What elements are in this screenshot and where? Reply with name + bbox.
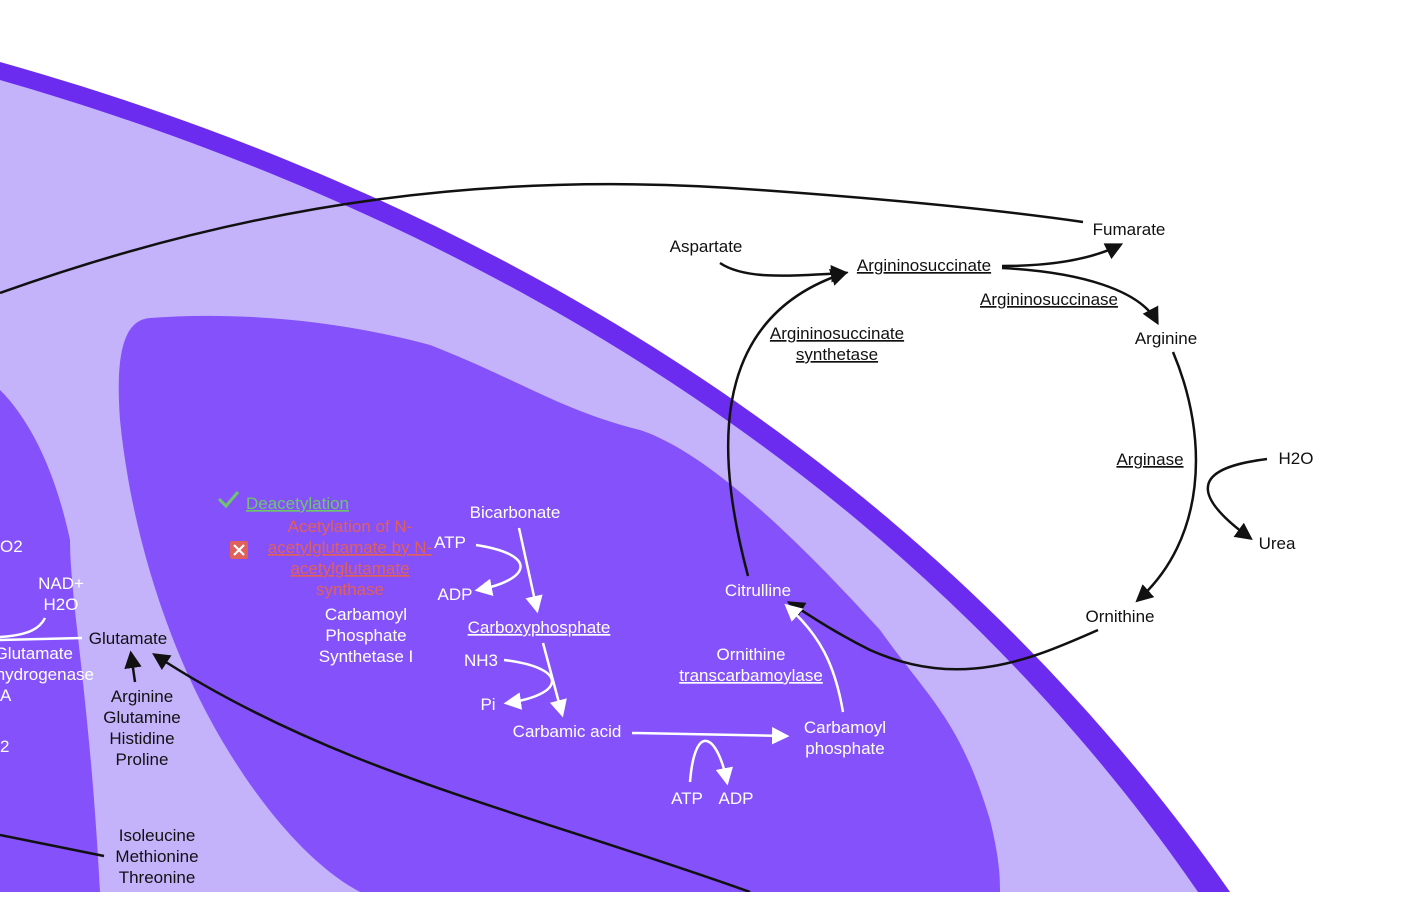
ornithine-label: Ornithine — [1086, 607, 1155, 626]
fumarate-label: Fumarate — [1093, 220, 1166, 239]
carboxyphosphate-label: Carboxyphosphate — [468, 618, 611, 637]
argininosuccinate-fumarate-arrow — [1001, 243, 1124, 268]
amino-acids-arrow — [124, 650, 142, 683]
adp-label-1: ADP — [438, 585, 473, 604]
two-fragment-label: 2 — [0, 737, 9, 756]
atp-adp-arrow-2 — [688, 739, 733, 786]
glutamate-in-line — [0, 636, 83, 642]
glutamate-enzyme-label-1: Glutamate — [0, 644, 73, 663]
carbamic-acid-label: Carbamic acid — [513, 722, 622, 741]
ornithine-citrulline-arrow — [786, 601, 1099, 671]
branched-aa-line — [0, 833, 105, 858]
atp-label-2: ATP — [671, 789, 703, 808]
mitochondrial-matrix — [118, 315, 1000, 892]
adp-label-2: ADP — [719, 789, 754, 808]
carbamic-acid-arrow — [631, 726, 790, 745]
nad-curve — [0, 617, 47, 639]
arginine-label: Arginine — [1135, 329, 1197, 348]
nad-label: NAD+ — [38, 574, 84, 593]
amino-acid-proline: Proline — [116, 750, 169, 769]
arginase-label: Arginase — [1116, 450, 1183, 469]
cps-label-3: Synthetase I — [319, 647, 414, 666]
atp-adp-arrow-1 — [474, 543, 522, 596]
h2o-left-label: H2O — [44, 595, 79, 614]
a-fragment-label: A — [0, 686, 12, 705]
nh3-label: NH3 — [464, 651, 498, 670]
deacetylation-label: Deacetylation — [246, 494, 349, 513]
acetylation-label-1: Acetylation of N- — [288, 517, 413, 536]
carbamoyl-phosphate-arrow — [784, 603, 845, 713]
carbamoyl-phosphate-label-1: Carbamoyl — [804, 718, 886, 737]
fumarate-return-arrow — [0, 182, 1084, 295]
amino-acid-methionine: Methionine — [115, 847, 198, 866]
cps-label-1: Carbamoyl — [325, 605, 407, 624]
aspartate-arrow — [719, 261, 849, 283]
atp-label-1: ATP — [434, 533, 466, 552]
argininosuccinate-arginine-arrow — [1001, 266, 1159, 326]
carbamoyl-phosphate-label-2: phosphate — [805, 739, 884, 758]
aspartate-label: Aspartate — [670, 237, 743, 256]
bicarbonate-arrow — [517, 527, 543, 614]
citrulline-label: Citrulline — [725, 581, 791, 600]
nh3-pi-arrow — [503, 658, 554, 710]
acetylation-label-2: acetylglutamate by N- — [268, 538, 432, 557]
argininosuccinase-label: Argininosuccinase — [980, 290, 1118, 309]
amino-acid-threonine: Threonine — [119, 868, 196, 887]
argininosuccinate-synthetase-label-1: Argininosuccinate — [770, 324, 904, 343]
check-icon — [217, 491, 240, 509]
inner-membrane-fold — [0, 390, 100, 892]
h2o-label: H2O — [1279, 449, 1314, 468]
acetylation-label-4: synthase — [316, 580, 384, 599]
glutamate-arrow — [152, 653, 751, 894]
amino-acid-glutamine: Glutamine — [103, 708, 180, 727]
amino-acid-histidine: Histidine — [109, 729, 174, 748]
cps-label-2: Phosphate — [325, 626, 406, 645]
otc-label-2: transcarbamoylase — [679, 666, 823, 685]
acetylation-label-3: acetylglutamate — [290, 559, 409, 578]
glutamate-label: Glutamate — [89, 629, 167, 648]
amino-acid-arginine: Arginine — [111, 687, 173, 706]
urea-label: Urea — [1259, 534, 1296, 553]
amino-acid-isoleucine: Isoleucine — [119, 826, 196, 845]
argininosuccinate-synthetase-label-2: synthetase — [796, 345, 878, 364]
argininosuccinate-label: Argininosuccinate — [857, 256, 991, 275]
bicarbonate-label: Bicarbonate — [470, 503, 561, 522]
arginine-ornithine-arrow — [1135, 351, 1198, 603]
o2-label: O2 — [0, 537, 23, 556]
h2o-urea-arrow — [1206, 457, 1268, 541]
glutamate-enzyme-label-2: dehydrogenase — [0, 665, 94, 684]
otc-label-1: Ornithine — [717, 645, 786, 664]
error-icon — [230, 541, 248, 559]
citrulline-argininosuccinate-arrow — [726, 269, 849, 577]
pi-label: Pi — [480, 695, 495, 714]
